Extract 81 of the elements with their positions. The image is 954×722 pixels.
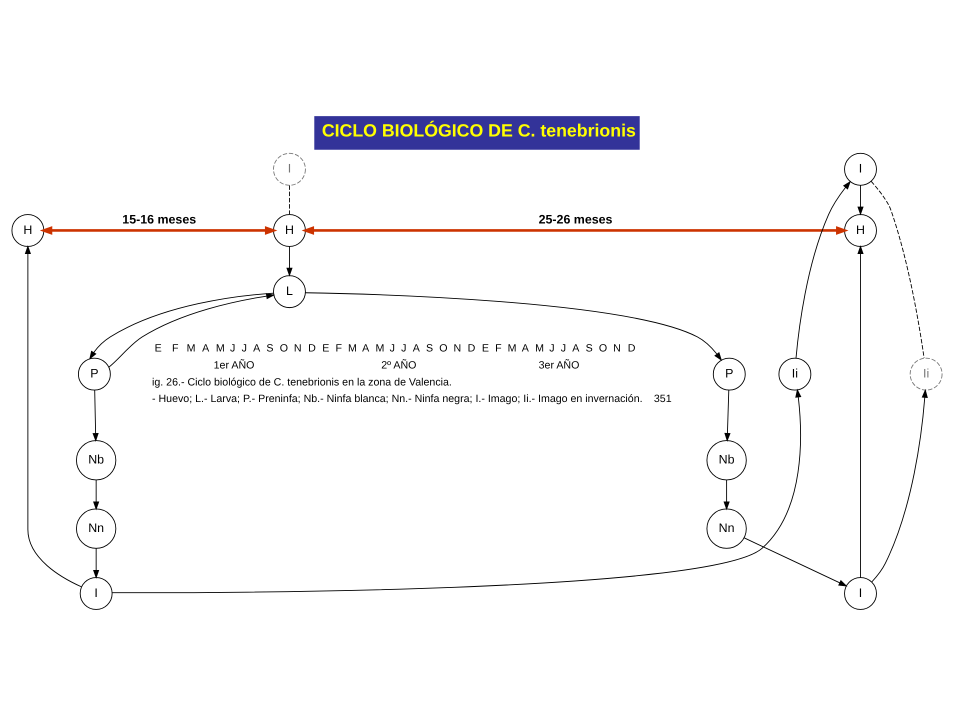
node-circle: Nb xyxy=(76,440,116,480)
label: ig. 26.- Ciclo biológico de C. tenebrionis en la zona de Valencia. xyxy=(152,376,452,388)
label: M xyxy=(348,342,357,355)
label: F xyxy=(172,342,178,355)
label: M xyxy=(375,342,384,355)
label: J xyxy=(242,342,247,355)
label: 1er AÑO xyxy=(214,359,254,372)
arrow xyxy=(857,185,864,216)
label: E xyxy=(154,342,162,355)
connector xyxy=(289,185,290,215)
label: E xyxy=(322,342,330,355)
arrow xyxy=(24,245,82,588)
label: F xyxy=(495,342,502,355)
label: 2º AÑO xyxy=(381,359,416,372)
node-circle: I xyxy=(80,577,113,610)
label: 3er AÑO xyxy=(538,359,580,372)
label: A xyxy=(412,342,420,355)
label: N xyxy=(613,342,621,355)
label: J xyxy=(549,342,555,355)
node-circle: I xyxy=(273,152,306,186)
label: E xyxy=(482,342,489,355)
label: A xyxy=(362,342,370,355)
node-circle: Ii xyxy=(910,358,943,391)
label: D xyxy=(308,342,316,355)
label: N xyxy=(454,342,462,355)
arrow xyxy=(108,293,276,368)
label: S xyxy=(426,342,434,355)
node-circle: Nb xyxy=(706,440,747,480)
node-circle: I xyxy=(844,152,877,186)
node-circle: I xyxy=(844,577,877,610)
edge-label: 25-26 meses xyxy=(538,212,612,227)
connector xyxy=(870,180,925,358)
label: O xyxy=(280,342,288,355)
edge-label: 15-16 meses xyxy=(122,212,196,227)
label: S xyxy=(586,342,593,355)
label: - Huevo; L.- Larva; P.- Preninfa; Nb.- Ninfa blanca; Nn.- Ninfa negra; I.- Imago; Ii.- Imago en invernación. xyxy=(152,393,643,406)
arrow xyxy=(796,180,851,359)
label: A xyxy=(253,342,260,355)
label: J xyxy=(401,342,406,355)
arrow xyxy=(302,226,848,235)
node-circle: P xyxy=(712,358,746,391)
label: F xyxy=(336,342,342,355)
label: J xyxy=(560,342,566,355)
label: M xyxy=(508,342,516,355)
arrow xyxy=(724,390,731,442)
arrow xyxy=(304,292,722,361)
node-circle: H xyxy=(11,214,44,247)
arrow xyxy=(93,480,100,510)
node-circle: Nn xyxy=(706,508,747,549)
diagram-title: CICLO BIOLÓGICO DE C. tenebrionis xyxy=(322,120,636,140)
arrow xyxy=(857,245,864,578)
label: M xyxy=(535,342,544,355)
label: A xyxy=(202,342,210,355)
node-circle: P xyxy=(78,358,111,391)
label: M xyxy=(216,342,225,355)
label: N xyxy=(294,342,302,355)
label: O xyxy=(439,342,448,355)
label: D xyxy=(628,342,636,355)
arrow xyxy=(93,548,100,579)
label: J xyxy=(390,342,395,355)
arrow xyxy=(40,226,278,235)
node-circle: H xyxy=(273,214,306,247)
label: 351 xyxy=(654,393,672,406)
arrow xyxy=(724,480,730,510)
arrow xyxy=(92,390,99,442)
label: A xyxy=(522,342,529,355)
arrow xyxy=(286,246,293,277)
node-circle: Ii xyxy=(778,358,812,391)
arrow xyxy=(89,292,274,360)
label: J xyxy=(230,342,236,355)
arrow xyxy=(744,537,848,586)
label: S xyxy=(266,342,274,355)
label: D xyxy=(468,342,476,355)
node-circle: L xyxy=(273,275,306,308)
arrow xyxy=(871,388,928,582)
node-circle: H xyxy=(844,214,877,247)
arrow xyxy=(112,388,802,594)
label: A xyxy=(572,342,580,355)
label: M xyxy=(186,342,196,355)
label: O xyxy=(598,342,608,355)
node-circle: Nn xyxy=(76,508,116,549)
